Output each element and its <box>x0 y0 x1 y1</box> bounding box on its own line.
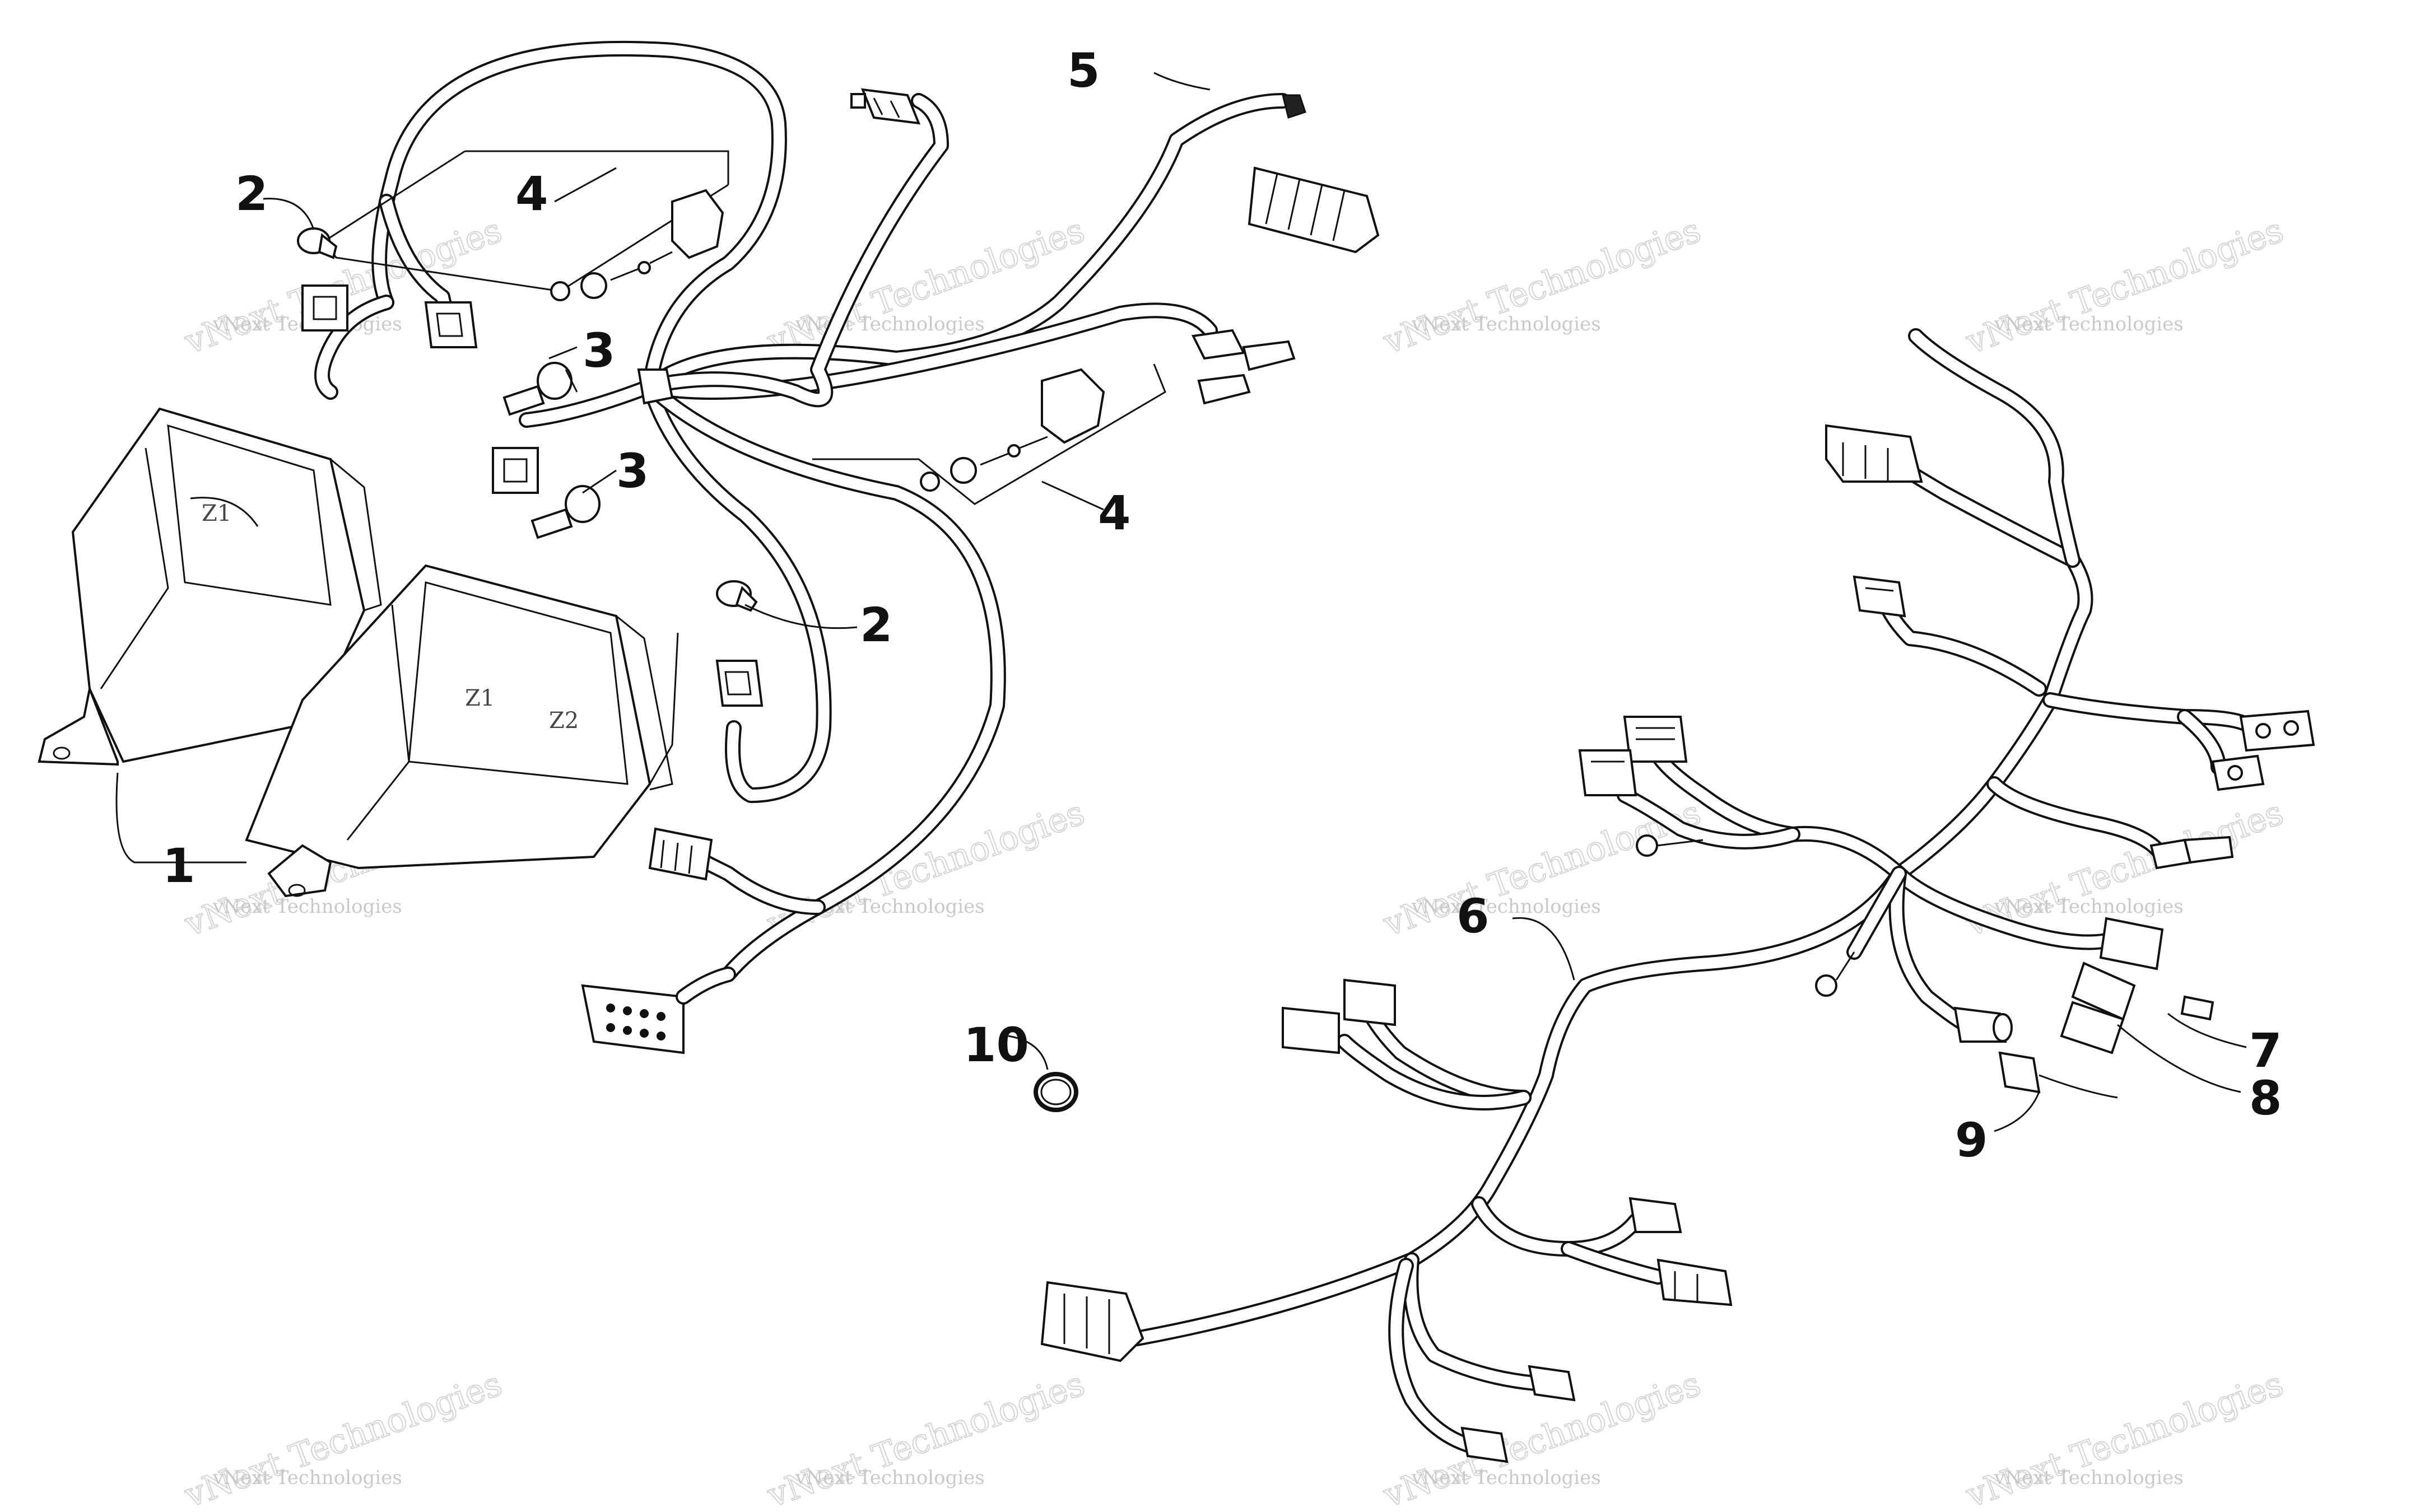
watermark-10: vNext Technologies vNext Technologies <box>761 1364 1090 1512</box>
headlight-left: Z1 <box>38 407 382 766</box>
connector-left-socket-1 <box>301 284 348 332</box>
connector-h6-round <box>1953 1006 2013 1043</box>
callout-3-lower: 3 <box>616 444 649 498</box>
svg-text:Z1: Z1 <box>202 501 231 526</box>
connector-h6-lower-right-a <box>1628 1197 1682 1233</box>
connector-h6-bottom-b <box>1460 1426 1509 1463</box>
callout-4-lower: 4 <box>1098 486 1130 540</box>
fuse-cover <box>2060 1001 2125 1054</box>
svg-text:vNext Technologies: vNext Technologies <box>1411 895 1601 918</box>
bulb-lower <box>530 485 601 539</box>
leader-lines <box>263 72 2247 1132</box>
main-harness <box>1040 328 2315 1463</box>
headlight-harness <box>301 40 1380 1054</box>
svg-text:vNext Technologies: vNext Technologies <box>762 793 1090 944</box>
svg-text:vNext Technologies: vNext Technologies <box>1961 1364 2288 1512</box>
svg-text:vNext Technologies: vNext Technologies <box>1994 895 2184 918</box>
bulb-upper <box>502 362 578 416</box>
connector-h6-left-b <box>1282 1006 1340 1054</box>
callout-1: 1 <box>162 838 195 893</box>
connector-h6-2pin <box>1853 575 1906 618</box>
svg-text:vNext Technologies: vNext Technologies <box>179 1364 507 1512</box>
callout-10: 10 <box>964 1018 1029 1072</box>
adjuster-lower <box>812 363 1166 505</box>
hose-clamp <box>1034 1072 1078 1112</box>
svg-text:vNext Technologies: vNext Technologies <box>212 895 402 918</box>
svg-text:vNext Technologies: vNext Technologies <box>1378 211 1706 362</box>
callout-2-lower: 2 <box>860 598 892 652</box>
callout-7: 7 <box>2249 1023 2282 1078</box>
svg-text:vNext Technologies: vNext Technologies <box>212 1467 402 1489</box>
callout-6: 6 <box>1456 889 1489 944</box>
watermark-4: vNext Technologies vNext Technologies <box>1960 210 2289 362</box>
connector-right-socket <box>715 660 764 707</box>
callout-9: 9 <box>1955 1113 1988 1168</box>
connector-h6-bottom-a <box>1528 1365 1576 1402</box>
callouts: 1 2 2 3 3 4 4 5 6 7 8 9 10 <box>162 43 2282 1168</box>
watermark-3: vNext Technologies vNext Technologies <box>1377 210 1706 362</box>
svg-text:vNext Technologies: vNext Technologies <box>795 1467 985 1489</box>
watermark-9: vNext Technologies vNext Technologies <box>179 1364 508 1512</box>
svg-text:vNext Technologies: vNext Technologies <box>795 313 985 335</box>
connector-h6-left-a <box>1343 978 1396 1026</box>
svg-text:vNext Technologies: vNext Technologies <box>1411 1467 1601 1489</box>
connector-h6-fuse-holder <box>2071 917 2164 1021</box>
connector-h6-spades-lower <box>2149 836 2234 870</box>
callout-5: 5 <box>1067 43 1100 98</box>
connector-h6-upperleft-b <box>1578 749 1637 796</box>
headlight-right: Z1 Z2 <box>245 564 679 898</box>
svg-text:vNext Technologies: vNext Technologies <box>1961 211 2288 362</box>
connector-h6-bottom-large <box>1040 1281 1144 1362</box>
pilot-bulb-lower <box>716 580 758 612</box>
connector-top-small <box>850 88 921 125</box>
callout-8: 8 <box>2249 1071 2282 1126</box>
ground-eyelet-center <box>1815 951 1855 997</box>
svg-text:Z1: Z1 <box>465 685 495 711</box>
watermark-12: vNext Technologies vNext Technologies <box>1960 1364 2289 1512</box>
connector-h6-top-large <box>1825 424 1923 483</box>
callout-3-upper: 3 <box>583 323 615 378</box>
ground-eyelet-left <box>1636 834 1704 857</box>
svg-text:vNext Technologies: vNext Technologies <box>1994 313 2184 335</box>
callout-2-upper: 2 <box>235 166 268 221</box>
connector-spade-pair-upper <box>1191 329 1296 405</box>
pilot-bulb-upper <box>297 227 338 259</box>
callout-4-upper: 4 <box>515 166 548 221</box>
svg-text:vNext Technologies: vNext Technologies <box>1411 313 1601 335</box>
connector-mid-socket <box>492 447 539 494</box>
connector-h6-spade-pair <box>2211 710 2315 791</box>
connector-lower-multipin <box>581 984 685 1054</box>
svg-text:vNext Technologies: vNext Technologies <box>1994 1467 2184 1489</box>
fuse <box>2180 995 2214 1021</box>
connector-main-harness <box>1248 94 1380 254</box>
leader-1 <box>115 772 185 864</box>
connector-lower-flat <box>648 827 713 881</box>
svg-text:Z2: Z2 <box>549 708 579 734</box>
connector-h6-upperleft-a <box>1623 716 1688 763</box>
connector-left-socket-2 <box>424 301 478 348</box>
connector-h6-lower-right-b <box>1656 1258 1733 1306</box>
svg-text:vNext Technologies: vNext Technologies <box>762 1364 1090 1512</box>
terminal-boot <box>1998 1051 2118 1099</box>
